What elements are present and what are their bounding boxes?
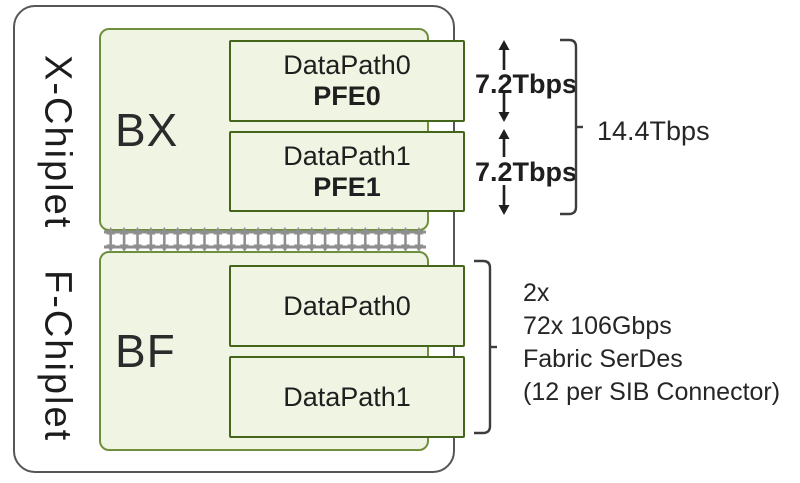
- bf-block-label: BF: [115, 325, 176, 377]
- fabric-note-line-4: (12 per SIB Connector): [523, 378, 781, 406]
- bx-block-label: BX: [115, 103, 179, 156]
- bx-datapath1-box: DataPath1 PFE1: [229, 131, 465, 212]
- x-chiplet-label: X-Chiplet: [36, 54, 79, 230]
- fabric-note-line-3: Fabric SerDes: [523, 345, 683, 373]
- down-arrow-icon: [498, 92, 510, 122]
- die-to-die-interconnect-icon: [104, 227, 426, 252]
- fabric-serdes-bracket-icon: [474, 259, 497, 435]
- up-arrow-icon: [498, 129, 510, 157]
- up-arrow-icon: [498, 40, 510, 70]
- down-arrow-icon: [498, 185, 510, 215]
- pfe1-bandwidth-label: 7.2Tbps: [474, 157, 578, 187]
- total-bandwidth-label: 14.4Tbps: [597, 116, 710, 146]
- f-chiplet-label: F-Chiplet: [36, 269, 79, 443]
- bx-pfe1-label: PFE1: [313, 171, 381, 202]
- fabric-note-line-2: 72x 106Gbps: [523, 312, 672, 340]
- bf-datapath1-box: DataPath1: [229, 356, 465, 438]
- fabric-serdes-note: 2x 72x 106Gbps Fabric SerDes (12 per SIB…: [523, 277, 780, 409]
- bf-datapath0-box: DataPath0: [229, 265, 465, 347]
- bf-datapath1-title: DataPath1: [283, 381, 411, 412]
- bx-datapath0-title: DataPath0: [283, 50, 411, 80]
- bf-datapath0-title: DataPath0: [283, 290, 411, 321]
- bx-datapath0-box: DataPath0 PFE0: [229, 40, 465, 122]
- fabric-note-line-1: 2x: [523, 279, 550, 307]
- bx-pfe0-label: PFE0: [313, 81, 381, 111]
- bx-datapath1-title: DataPath1: [283, 140, 411, 171]
- pfe0-bandwidth-label: 7.2Tbps: [474, 69, 578, 99]
- total-bandwidth-bracket-icon: [560, 38, 583, 216]
